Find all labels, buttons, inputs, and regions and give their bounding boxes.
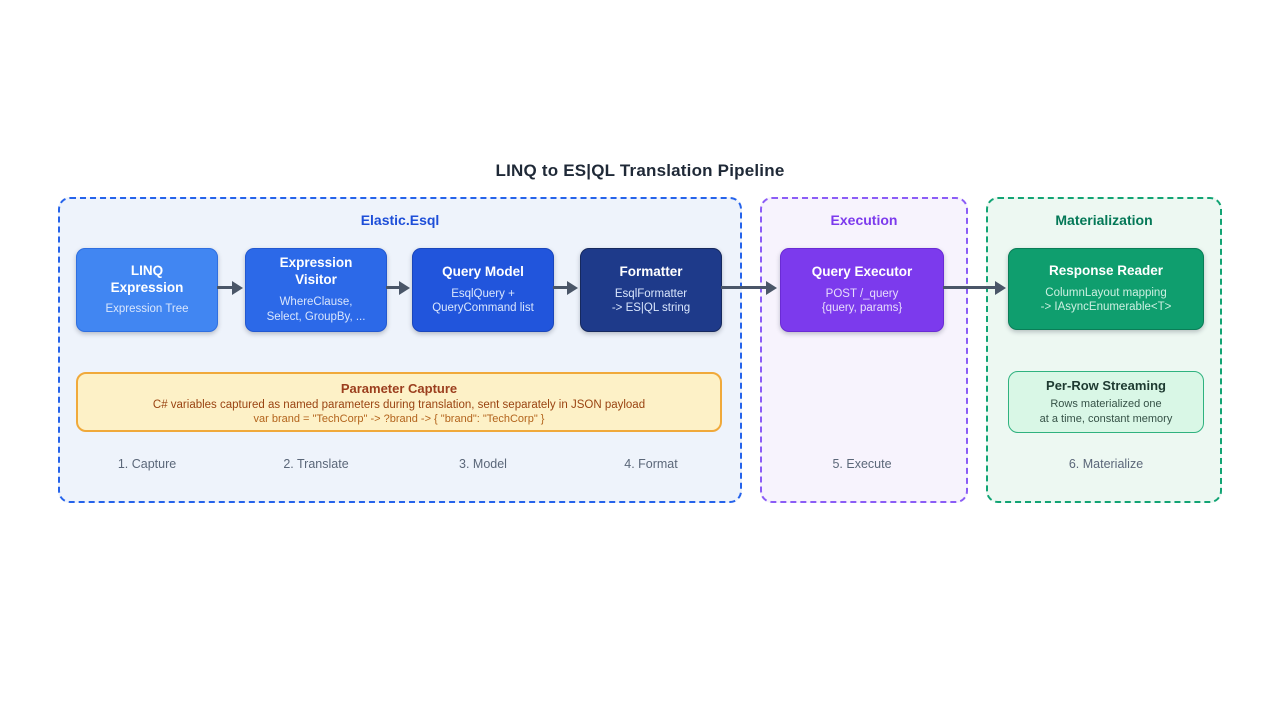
node-response-reader: Response Reader ColumnLayout mapping -> …: [1008, 248, 1204, 330]
node-per-row-streaming-subtitle: Rows materialized one at a time, constan…: [1039, 398, 1173, 425]
flow-arrow-3: [553, 286, 567, 289]
node-query-model: Query Model EsqlQuery + QueryCommand lis…: [412, 248, 554, 332]
parameter-capture-description: C# variables captured as named parameter…: [152, 399, 646, 411]
node-response-reader-title: Response Reader: [1048, 262, 1164, 278]
flow-arrow-5: [943, 286, 995, 289]
node-query-executor-title: Query Executor: [811, 263, 913, 279]
step-label-format: 4. Format: [624, 457, 678, 471]
group-materialization: Materialization Response Reader ColumnLa…: [986, 197, 1222, 503]
parameter-capture-callout: Parameter Capture C# variables captured …: [76, 372, 722, 432]
node-per-row-streaming: Per-Row Streaming Rows materialized one …: [1008, 371, 1204, 433]
node-formatter-title: Formatter: [619, 263, 683, 279]
node-expression-visitor-subtitle: WhereClause, Select, GroupBy, ...: [266, 295, 366, 323]
node-linq-expression-subtitle: Expression Tree: [105, 303, 189, 316]
node-linq-expression-title: LINQ Expression: [110, 262, 184, 295]
group-execution: Execution Query Executor POST /_query {q…: [760, 197, 968, 503]
group-elastic-esql-label: Elastic.Esql: [360, 212, 440, 228]
group-materialization-label: Materialization: [1055, 212, 1153, 228]
node-per-row-streaming-title: Per-Row Streaming: [1046, 378, 1166, 394]
node-formatter: Formatter EsqlFormatter -> ES|QL string: [580, 248, 722, 332]
node-query-executor: Query Executor POST /_query {query, para…: [780, 248, 944, 332]
step-label-translate: 2. Translate: [283, 457, 349, 471]
step-label-model: 3. Model: [459, 457, 507, 471]
node-query-executor-subtitle: POST /_query {query, params}: [821, 287, 903, 315]
step-label-execute: 5. Execute: [832, 457, 892, 471]
step-label-capture: 1. Capture: [117, 457, 177, 471]
diagram-title: LINQ to ES|QL Translation Pipeline: [495, 161, 785, 180]
node-expression-visitor-title: Expression Visitor: [279, 255, 353, 288]
step-label-materialize: 6. Materialize: [1068, 457, 1144, 471]
group-elastic-esql: Elastic.Esql LINQ Expression Expression …: [58, 197, 742, 503]
flow-arrow-1: [217, 286, 232, 289]
flow-arrow-2: [386, 286, 399, 289]
node-response-reader-subtitle: ColumnLayout mapping -> IAsyncEnumerable…: [1040, 286, 1172, 314]
node-expression-visitor: Expression Visitor WhereClause, Select, …: [245, 248, 387, 332]
parameter-capture-title: Parameter Capture: [340, 381, 458, 396]
node-query-model-title: Query Model: [442, 263, 524, 279]
node-query-model-subtitle: EsqlQuery + QueryCommand list: [432, 287, 534, 315]
node-linq-expression: LINQ Expression Expression Tree: [76, 248, 218, 332]
parameter-capture-example: var brand = "TechCorp" -> ?brand -> { "b…: [253, 413, 545, 425]
flow-arrow-4: [721, 286, 766, 289]
group-execution-label: Execution: [830, 212, 898, 228]
node-formatter-subtitle: EsqlFormatter -> ES|QL string: [611, 287, 691, 315]
